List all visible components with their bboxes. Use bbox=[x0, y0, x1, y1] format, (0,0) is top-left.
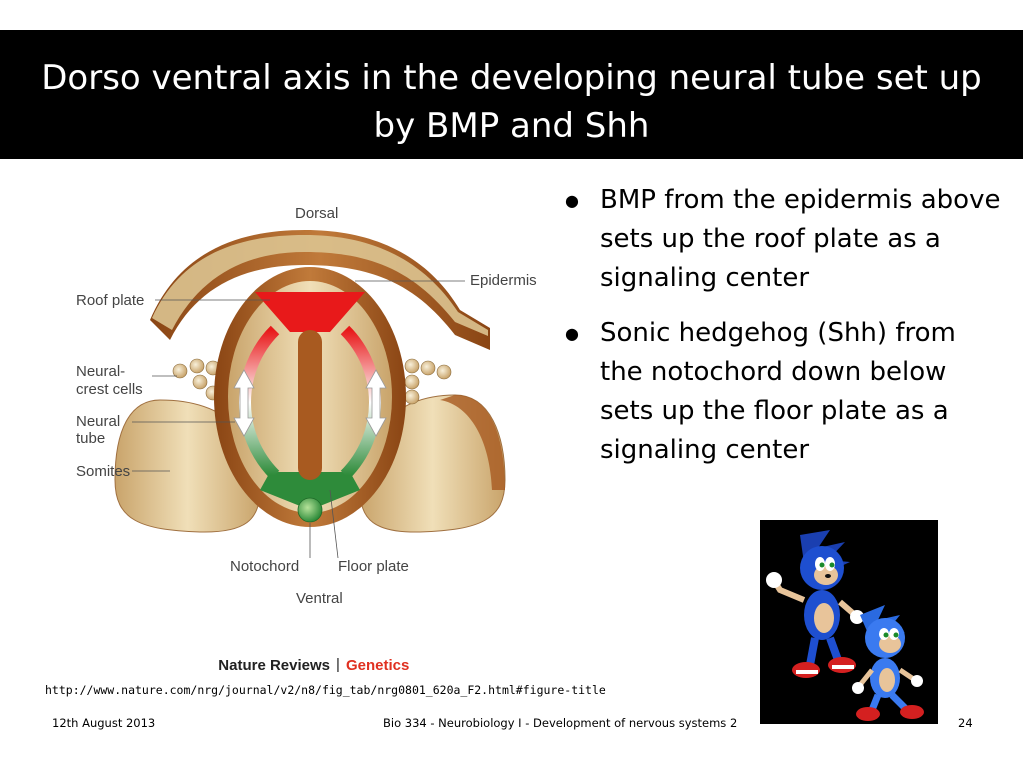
neural-crest-cells-left bbox=[172, 358, 221, 401]
footer-date: 12th August 2013 bbox=[52, 716, 156, 730]
label-neural-tube-1: Neural bbox=[76, 413, 120, 430]
epidermis-top-surface bbox=[152, 235, 488, 336]
label-neural-tube-2: tube bbox=[76, 430, 105, 447]
label-epidermis: Epidermis bbox=[470, 272, 537, 289]
credit-separator: | bbox=[336, 656, 340, 673]
neural-tube-diagram: Dorsal Epidermis Roof plate Neural- cres… bbox=[60, 190, 555, 680]
label-neural-crest-2: crest cells bbox=[76, 381, 143, 398]
central-canal bbox=[298, 330, 322, 480]
footer-course: Bio 334 - Neurobiology I - Development o… bbox=[383, 716, 738, 730]
bullet-item: ● Sonic hedgehog (Shh) from the notochord… bbox=[565, 314, 1005, 470]
label-dorsal: Dorsal bbox=[295, 205, 338, 222]
label-neural-crest-1: Neural- bbox=[76, 363, 125, 380]
label-ventral: Ventral bbox=[296, 590, 343, 607]
bullet-dot-icon: ● bbox=[565, 191, 579, 210]
credit-name: Nature Reviews bbox=[218, 657, 330, 674]
bullet-list: ● BMP from the epidermis above sets up th… bbox=[565, 181, 1005, 486]
sonic-large-figure bbox=[766, 530, 864, 678]
floor-plate-shape bbox=[260, 472, 360, 510]
slide-title-line-1: Dorso ventral axis in the developing neu… bbox=[41, 58, 982, 98]
bullet-text: Sonic hedgehog (Shh) from the notochord … bbox=[600, 318, 956, 465]
credit-journal: Genetics bbox=[346, 657, 409, 674]
right-somite-edge bbox=[440, 395, 505, 490]
neural-crest-cells-right bbox=[404, 358, 452, 405]
slide-title: Dorso ventral axis in the developing neu… bbox=[0, 30, 1023, 159]
slide-title-line-2: by BMP and Shh bbox=[373, 106, 650, 146]
signal-arrows bbox=[233, 369, 387, 437]
notochord-shape bbox=[297, 497, 323, 523]
label-floor-plate: Floor plate bbox=[338, 558, 409, 575]
footer-page-number: 24 bbox=[958, 716, 973, 730]
roof-plate-shape bbox=[255, 292, 365, 332]
sonic-image bbox=[760, 520, 938, 724]
label-somites: Somites bbox=[76, 463, 130, 480]
source-url[interactable]: http://www.nature.com/nrg/journal/v2/n8/… bbox=[45, 683, 606, 697]
bullet-dot-icon: ● bbox=[565, 324, 579, 343]
label-roof-plate: Roof plate bbox=[76, 292, 144, 309]
bullet-item: ● BMP from the epidermis above sets up th… bbox=[565, 181, 1005, 298]
bullet-text: BMP from the epidermis above sets up the… bbox=[600, 185, 1001, 293]
label-notochord: Notochord bbox=[230, 558, 299, 575]
neural-tube-svg: Dorsal Epidermis Roof plate Neural- cres… bbox=[76, 205, 537, 674]
leader-lines bbox=[132, 280, 465, 559]
sonic-illustration bbox=[766, 530, 924, 721]
sonic-small-figure bbox=[852, 605, 924, 721]
